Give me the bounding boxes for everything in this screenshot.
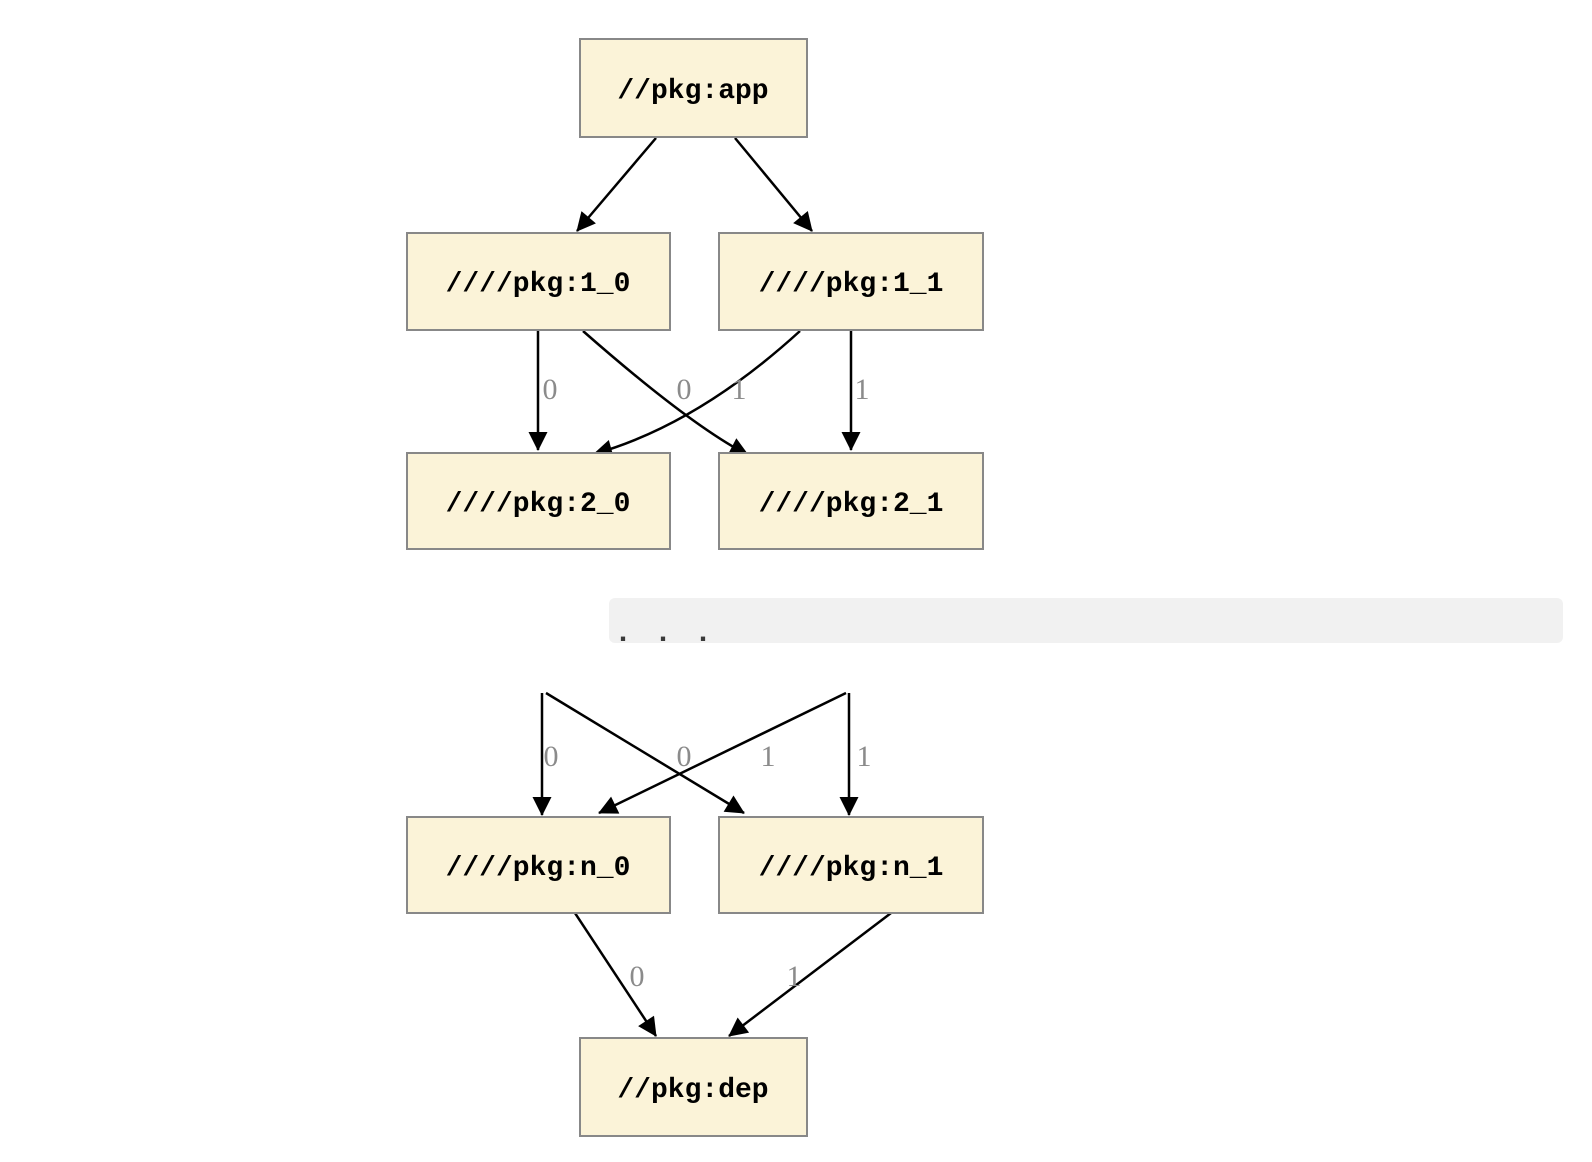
node-label: ////pkg:n_0 [446,853,631,884]
node-app: //pkg:app [579,38,808,138]
edge-n_0-to-dep [573,912,658,1037]
edge-n_1-to-dep [728,912,892,1037]
edge-1_1-to-2_0 [593,330,801,459]
edge-ellipsis-to-n_0-cross [598,691,847,815]
node-label: //pkg:app [617,76,768,107]
ellipsis-bar: . . . [609,598,1563,651]
node-label: ////pkg:1_1 [759,269,944,300]
edge-label: 0 [677,740,692,773]
node-dep: //pkg:dep [579,1037,808,1137]
edge-label: 0 [630,960,645,993]
node-pkg-2_0: ////pkg:2_0 [406,452,671,550]
node-label: ////pkg:2_1 [759,489,944,520]
node-label: ////pkg:n_1 [759,853,944,884]
edge-label: 1 [855,373,870,406]
edge-ellipsis-to-n_1 [545,691,745,815]
node-pkg-1_1: ////pkg:1_1 [718,232,984,331]
edge-app-to-1_0 [576,137,657,232]
node-pkg-1_0: ////pkg:1_0 [406,232,671,331]
node-label: //pkg:dep [617,1075,768,1106]
node-pkg-n_1: ////pkg:n_1 [718,816,984,914]
edge-label: 1 [732,373,747,406]
edge-1_0-to-2_1 [582,330,749,457]
edge-label: 1 [787,960,802,993]
node-pkg-n_0: ////pkg:n_0 [406,816,671,914]
node-label: ////pkg:1_0 [446,269,631,300]
edge-app-to-1_1 [734,137,813,232]
edge-label: 0 [544,740,559,773]
edge-label: 0 [543,373,558,406]
edge-label: 1 [761,740,776,773]
edge-label: 1 [857,740,872,773]
node-label: ////pkg:2_0 [446,489,631,520]
edge-label: 0 [677,373,692,406]
node-pkg-2_1: ////pkg:2_1 [718,452,984,550]
ellipsis-dots: . . . [614,617,714,651]
